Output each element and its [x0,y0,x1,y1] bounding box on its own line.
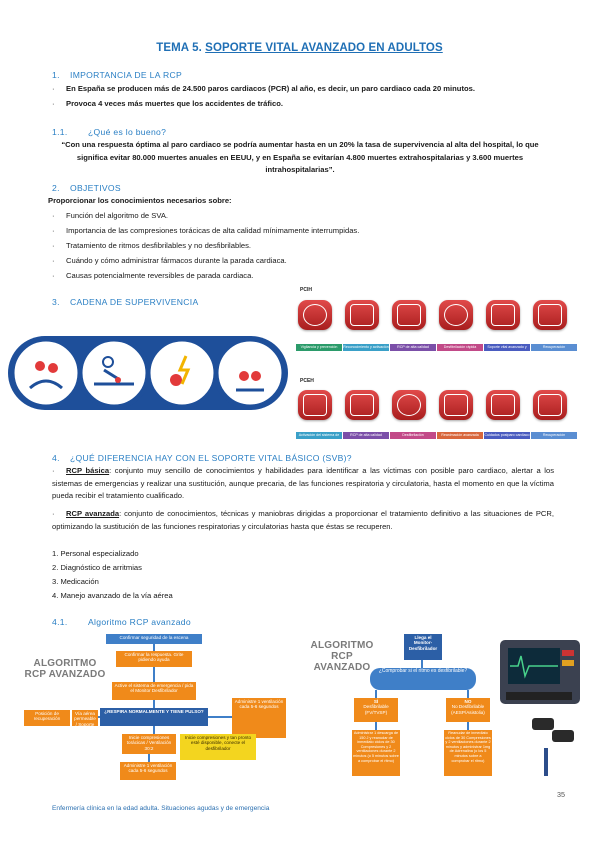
phone-icon [345,300,379,330]
strip-label-pceh: PCEH [300,378,314,384]
pceh-icon-strip: Activación del sistema de respuesta a em… [294,386,584,446]
chain-link-label: RCP precoz [104,330,124,334]
chain-link-sub: Para reiniciar el corazón [162,410,202,414]
defibrillator-heart-icon [392,390,426,420]
section-4-1-heading: 4.1.Algoritmo RCP avanzado [52,617,191,627]
list-item: ·Causas potencialmente reversibles de pa… [52,271,254,280]
cpr-hands-icon [345,390,379,420]
chain-link-sub: Para ganar tiempo [99,410,129,414]
page-number: 35 [557,790,565,799]
quote-text: “Con una respuesta óptima al paro cardia… [61,140,539,174]
section-4-heading: 4.¿QUÉ DIFERENCIA HAY CON EL SOPORTE VIT… [52,453,352,463]
strip-label-pcih: PCIH [300,287,312,293]
list-item: 1. Personal especializado [52,549,139,558]
list-item: 4. Manejo avanzado de la vía aérea [52,591,173,600]
flow-box-activate: Active el sistema de emergencia / pida e… [112,682,196,700]
chain-link-3 [145,336,219,410]
flow2-shock-action: Administrar 1 descarga de 150 J y reanud… [352,730,400,776]
objectives-intro: Proporcionar los conocimientos necesario… [48,196,232,205]
section-1-1-heading: 1.1.¿Qué es lo bueno? [52,127,167,137]
list-item: ·Provoca 4 veces más muertes que los acc… [52,99,283,108]
chain-of-survival-figure: Reconocimiento precoz y pedir ayuda RCP … [8,318,288,428]
chain-link-2 [77,336,151,410]
pcih-icon-strip: Vigilancia y prevención Reconocimiento y… [294,296,584,356]
list-item: ·Tratamiento de ritmos desfibrilables y … [52,241,252,250]
recovery-icon [533,300,567,330]
flow-box-final: Administre 1 ventilación cada 5-6 segund… [120,762,176,780]
flowchart-2-connectors [375,640,580,776]
flow-box-response: Confirmar la respuesta. Grite pidiendo a… [116,651,192,667]
flow-box-ventilation: Administre 1 ventilación cada 5-6 segund… [232,698,286,738]
chain-link-4 [213,336,287,410]
list-item: ·Cuándo y cómo administrar fármacos dura… [52,256,287,265]
flow-box-compressions: Inicie compresiones torácicas / Ventilac… [122,734,176,754]
flow-box-recovery: Posición de recuperación [24,710,70,726]
chain-link-sub: Para prevenir la parada cardíaca [22,410,76,414]
chain-link-label: Desfibrilación precoz [165,330,199,334]
flow2-monitor-arrives: Llega el Monitor-Desfibrilador [404,634,442,660]
flow-box-breathing-pulse: ¿RESPIRA NORMALMENTE Y TIENE PULSO? [100,708,208,726]
ambulance-icon [439,390,473,420]
sva-definition: ·RCP avanzada: conjunto de conocimientos… [52,509,554,531]
flow-box-defibrillator: Inicie compresiones y tan pronto esté di… [180,734,256,760]
flow-box-safety: Confirmar seguridad de la escena [106,634,202,644]
chain-link-label: Cuidados postresucitación [229,328,273,332]
chain-of-survival-graphic [8,336,288,410]
phone-icon [298,390,332,420]
page-title: TEMA 5. SOPORTE VITAL AVANZADO EN ADULTO… [156,42,443,54]
hospital-bed-icon [486,390,520,420]
list-item: 2. Diagnóstico de arritmias [52,563,142,572]
cpr-hands-icon [392,300,426,330]
flow-box-airway: Vía aérea permeable / Soporte ventilator… [72,710,98,733]
footer-text: Enfermería clínica en la edad adulta. Si… [52,805,270,812]
section-2-heading: 2.OBJETIVOS [52,183,121,193]
section-3-heading: 3.CADENA DE SUPERVIVENCIA [52,297,199,307]
list-item: 3. Medicación [52,577,99,586]
svb-definition: ·RCP básica: conjunto muy sencillo de co… [52,466,555,500]
magnifier-icon [298,300,332,330]
hospital-bed-icon [486,300,520,330]
list-item: ·Importancia de las compresiones torácic… [52,226,360,235]
chain-link-sub: Para restaurar la calidad de vida [225,410,277,414]
list-item: ·Función del algoritmo de SVA. [52,211,169,220]
section-1-heading: 1.IMPORTANCIA DE LA RCP [52,70,182,80]
chain-link-1 [9,336,83,410]
chain-link-label: Reconocimiento precoz y pedir ayuda [18,328,80,332]
flow2-rhythm-question: ¿Comprobar si el ritmo es desfibrilable? [370,668,476,690]
list-item: ·En España se producen más de 24.500 par… [52,84,475,93]
recovery-icon [533,390,567,420]
defibrillator-heart-icon [439,300,473,330]
flow2-nonshock-action: Reanudar de inmediato ciclos de 30 Compr… [444,730,492,776]
